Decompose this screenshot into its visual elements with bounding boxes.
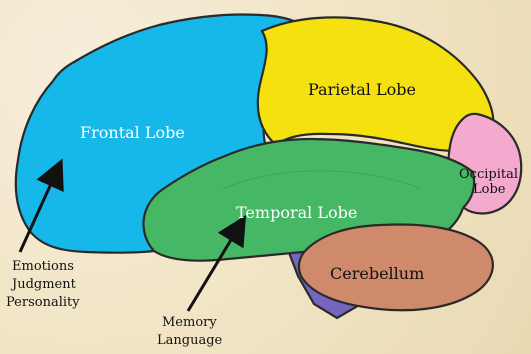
frontal-function-judgment: Judgment: [10, 277, 77, 292]
occipital-lobe-label-line-1: Occipital: [459, 167, 518, 182]
frontal-function-emotions: Emotions: [12, 259, 74, 274]
temporal-function-language: Language: [157, 333, 223, 348]
frontal-function-personality: Personality: [6, 295, 80, 310]
temporal-function-memory: Memory: [162, 315, 217, 330]
occipital-lobe-label-line-2: Lobe: [473, 182, 506, 197]
parietal-lobe-label: Parietal Lobe: [308, 80, 416, 99]
frontal-lobe-label: Frontal Lobe: [80, 123, 185, 142]
cerebellum-label: Cerebellum: [330, 264, 424, 283]
temporal-lobe-label: Temporal Lobe: [236, 203, 357, 222]
